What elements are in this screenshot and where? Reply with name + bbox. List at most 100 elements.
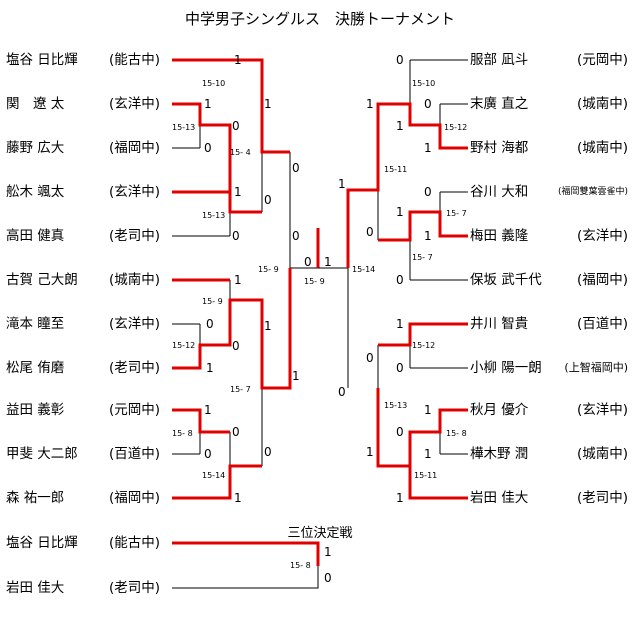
player-name: 舩木 颯太: [6, 184, 65, 200]
match-score: 15-14: [352, 265, 375, 274]
left-player-11: 森 祐一郎 (福岡中): [6, 490, 160, 506]
player-school: (玄洋中): [108, 316, 160, 332]
winner-path: [408, 466, 468, 500]
match-mark: 0: [232, 339, 240, 353]
match-mark: 0: [396, 425, 404, 439]
match-mark: 1: [292, 369, 300, 383]
match-mark: 1: [204, 403, 212, 417]
match-mark: 1: [424, 403, 432, 417]
winner-path: [172, 464, 262, 500]
right-player-4: 谷川 大和(福岡雙葉雲雀中): [470, 184, 628, 200]
player-school: (老司中): [108, 360, 160, 376]
match-score: 15- 8: [172, 429, 193, 438]
match-mark: 0: [424, 185, 432, 199]
player-name: 関 遼 太: [6, 96, 65, 112]
match-mark: 1: [234, 53, 242, 67]
match-mark: 1: [424, 229, 432, 243]
match-score: 15- 9: [258, 265, 279, 274]
match-score: 15-12: [412, 341, 435, 350]
right-player-3: 野村 海都(城南中): [470, 140, 628, 156]
winner-path: [378, 210, 468, 242]
player-name: 滝本 瞳至: [6, 316, 65, 332]
winner-path: [172, 58, 290, 154]
match-mark: 1: [204, 97, 212, 111]
match-mark: 0: [324, 571, 332, 585]
player-name: 保坂 武千代: [470, 272, 542, 288]
match-mark: 1: [366, 97, 374, 111]
right-player-10: 樺木野 潤 (城南中): [470, 446, 628, 462]
right-player-1: 服部 凪斗(元岡中): [470, 52, 628, 68]
match-mark: 0: [396, 53, 404, 67]
match-mark: 1: [396, 317, 404, 331]
left-player-4: 舩木 颯太 (玄洋中): [6, 184, 160, 200]
player-name: 秋月 優介: [470, 402, 529, 418]
match-score: 15-13: [384, 401, 407, 410]
match-mark: 0: [264, 193, 272, 207]
match-score: 15- 7: [412, 253, 433, 262]
player-name: 甲斐 大二郎: [6, 446, 78, 462]
winner-path: [376, 388, 468, 468]
player-school: (福岡雙葉雲雀中): [557, 187, 628, 197]
player-school: (城南中): [108, 272, 160, 288]
player-school: (能古中): [108, 535, 160, 551]
left-player-1: 塩谷 日比輝 (能古中): [6, 52, 160, 68]
match-mark: 0: [292, 229, 300, 243]
left-player-8: 松尾 侑磨 (老司中): [6, 360, 160, 376]
winner-path: [172, 268, 292, 390]
match-mark: 0: [232, 229, 240, 243]
match-score: 15- 7: [446, 209, 467, 218]
match-score: 15- 9: [304, 277, 325, 286]
match-mark: 1: [366, 445, 374, 459]
match-mark: 0: [232, 425, 240, 439]
winner-path: [172, 408, 230, 434]
player-name: 藤野 広大: [6, 140, 65, 156]
player-name: 梅田 義隆: [470, 228, 529, 244]
player-school: (福岡中): [108, 140, 160, 156]
player-name: 服部 凪斗: [470, 52, 529, 68]
third-player-2: 岩田 佳大(老司中): [6, 580, 160, 596]
match-score: 15-12: [172, 341, 195, 350]
left-player-9: 益田 義彰(元岡中): [6, 402, 160, 418]
right-player-8: 小柳 陽一朗(上智福岡中): [470, 360, 628, 376]
right-player-11: 岩田 佳大(老司中): [470, 490, 628, 506]
match-mark: 1: [396, 119, 404, 133]
match-mark: 1: [424, 447, 432, 461]
left-player-3: 藤野 広大 (福岡中): [6, 140, 160, 156]
match-mark: 0: [424, 97, 432, 111]
match-mark: 0: [396, 361, 404, 375]
player-school: (福岡中): [576, 272, 628, 288]
match-mark: 0: [232, 119, 240, 133]
player-school: (玄洋中): [108, 184, 160, 200]
match-score: 15-10: [202, 79, 225, 88]
match-mark: 0: [204, 447, 212, 461]
player-name: 末廣 直之: [470, 96, 529, 112]
player-school: (福岡中): [108, 490, 160, 506]
match-mark: 0: [292, 161, 300, 175]
player-school: (能古中): [108, 52, 160, 68]
player-name: 森 祐一郎: [6, 490, 65, 506]
match-mark: 0: [396, 273, 404, 287]
winner-path: [378, 322, 468, 347]
player-name: 松尾 侑磨: [6, 360, 65, 376]
right-player-9: 秋月 優介(玄洋中): [470, 402, 628, 418]
player-school: (城南中): [576, 446, 628, 462]
right-player-5: 梅田 義隆(玄洋中): [470, 228, 628, 244]
player-name: 高田 健真: [6, 228, 65, 244]
match-score: 15-13: [202, 211, 225, 220]
right-player-2: 末廣 直之(城南中): [470, 96, 628, 112]
match-mark: 1: [234, 491, 242, 505]
left-player-6: 古賀 己大朗(城南中): [6, 272, 160, 288]
player-name: 樺木野 潤: [470, 446, 529, 462]
match-mark: 1: [324, 255, 332, 269]
left-player-10: 甲斐 大二郎(百道中): [6, 446, 160, 462]
match-score: 15- 8: [446, 429, 467, 438]
player-name: 塩谷 日比輝: [6, 52, 78, 68]
winner-path: [172, 102, 262, 214]
match-mark: 0: [338, 385, 346, 399]
player-name: 野村 海都: [470, 140, 529, 156]
bracket-line: [172, 566, 319, 589]
match-mark: 0: [366, 351, 374, 365]
match-mark: 1: [234, 185, 242, 199]
match-mark: 0: [264, 445, 272, 459]
